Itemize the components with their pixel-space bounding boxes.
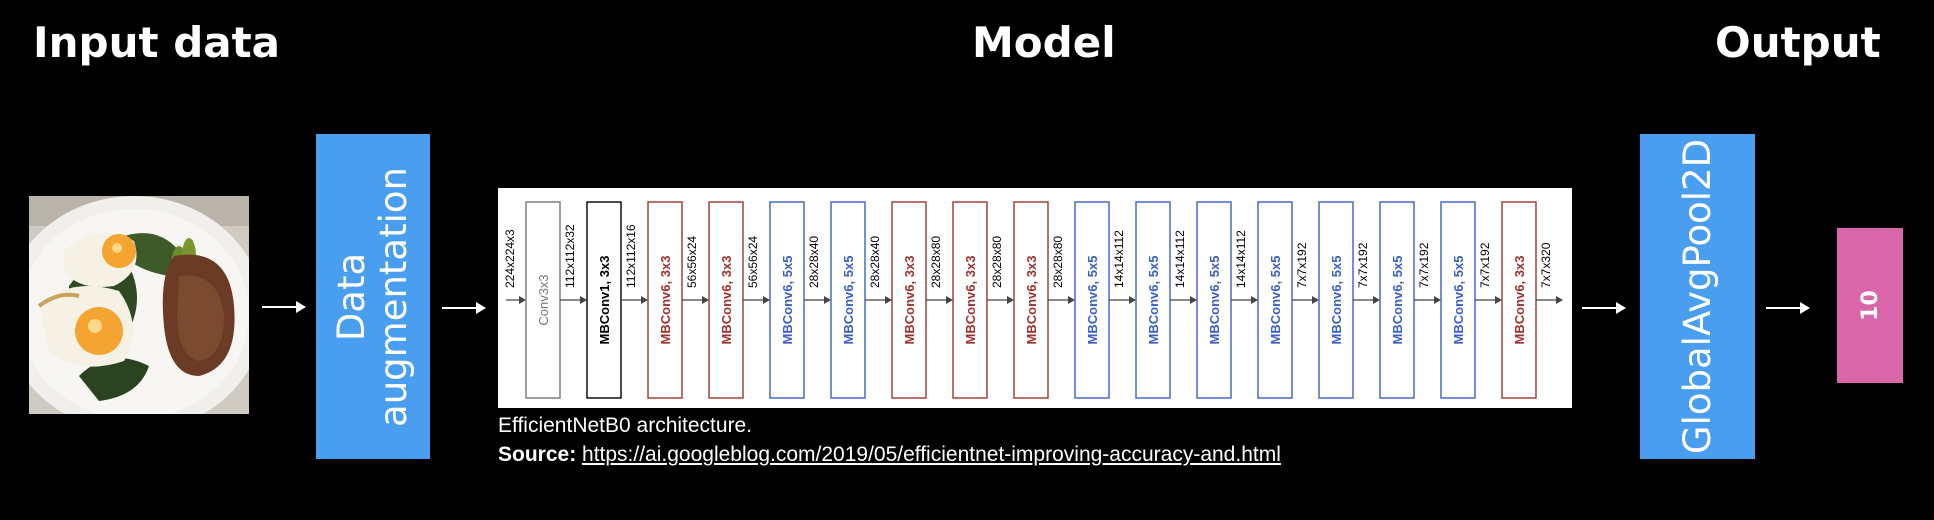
source-link[interactable]: https://ai.googleblog.com/2019/05/effici… — [582, 443, 1281, 466]
arch-dim-label-3: 56x56x24 — [685, 236, 699, 288]
arrow-augmentation-to-model — [442, 302, 486, 314]
arch-dim-label-16: 7x7x192 — [1478, 242, 1492, 288]
arch-block-10 — [1074, 201, 1110, 399]
arch-block-6 — [830, 201, 866, 399]
output-block: 10 — [1837, 228, 1903, 383]
arch-block-15 — [1379, 201, 1415, 399]
arch-block-label-4: MBConv6, 3x3 — [719, 256, 734, 345]
arch-arrow-4-head — [763, 296, 770, 304]
input-dim-label: 224x224x3 — [503, 229, 517, 288]
arch-arrow-14-head — [1373, 296, 1380, 304]
arch-block-5 — [769, 201, 805, 399]
arch-block-label-15: MBConv6, 5x5 — [1390, 256, 1405, 345]
arrow-pooling-to-output — [1766, 302, 1810, 314]
output-heading: Output — [1715, 18, 1881, 67]
arch-block-label-1: Conv3x3 — [536, 274, 551, 325]
model-heading: Model — [972, 18, 1116, 67]
arch-arrow-15-head — [1434, 296, 1441, 304]
arch-block-3 — [647, 201, 683, 399]
arrow-model-to-pooling — [1582, 302, 1626, 314]
global-avg-pool-label: GlobalAvgPool2D — [1676, 138, 1720, 455]
global-avg-pool-block: GlobalAvgPool2D — [1640, 134, 1755, 459]
arch-dim-label-11: 14x14x112 — [1173, 230, 1187, 288]
arch-dim-label-9: 28x28x80 — [1051, 236, 1065, 288]
arch-dim-label-13: 7x7x192 — [1295, 242, 1309, 288]
arch-arrow-12-head — [1251, 296, 1258, 304]
arrow-input-to-augmentation — [262, 301, 306, 313]
arch-arrow-9-head — [1068, 296, 1075, 304]
arch-block-14 — [1318, 201, 1354, 399]
arch-dim-label-4: 56x56x24 — [746, 236, 760, 288]
arch-arrow-10-head — [1129, 296, 1136, 304]
input-data-heading: Input data — [33, 18, 281, 67]
arch-block-label-9: MBConv6, 3x3 — [1024, 256, 1039, 345]
arch-arrow-11-head — [1190, 296, 1197, 304]
arch-block-8 — [952, 201, 988, 399]
arch-block-label-14: MBConv6, 5x5 — [1329, 256, 1344, 345]
arch-arrow-5-head — [824, 296, 831, 304]
arch-arrow-1-head — [580, 296, 587, 304]
arch-block-17 — [1501, 201, 1537, 399]
arch-block-label-7: MBConv6, 3x3 — [902, 256, 917, 345]
arch-block-label-17: MBConv6, 3x3 — [1512, 256, 1527, 345]
arch-dim-label-6: 28x28x40 — [868, 236, 882, 288]
arch-arrow-7-head — [946, 296, 953, 304]
arch-block-label-13: MBConv6, 5x5 — [1268, 256, 1283, 345]
arch-arrow-8-head — [1007, 296, 1014, 304]
arch-dim-label-14: 7x7x192 — [1356, 242, 1370, 288]
input-food-image — [29, 196, 249, 414]
arch-block-label-16: MBConv6, 5x5 — [1451, 256, 1466, 345]
source-label: Source: — [498, 443, 577, 466]
arch-dim-label-17: 7x7x320 — [1539, 242, 1553, 288]
architecture-caption: EfficientNetB0 architecture. — [498, 414, 753, 437]
augmentation-label-line2: augmentation — [372, 166, 416, 427]
input-arrow-head — [519, 296, 526, 304]
arch-dim-label-2: 112x112x16 — [624, 224, 638, 288]
arch-dim-label-1: 112x112x32 — [563, 224, 577, 288]
arch-block-label-8: MBConv6, 3x3 — [963, 256, 978, 345]
arch-block-7 — [891, 201, 927, 399]
output-label: 10 — [1857, 290, 1883, 321]
data-augmentation-block: Data augmentation — [316, 134, 430, 459]
arch-arrow-6-head — [885, 296, 892, 304]
arch-block-11 — [1135, 201, 1171, 399]
arch-block-label-3: MBConv6, 3x3 — [658, 256, 673, 345]
arch-arrow-3-head — [702, 296, 709, 304]
arch-dim-label-5: 28x28x40 — [807, 236, 821, 288]
arch-arrow-2-head — [641, 296, 648, 304]
arch-dim-label-12: 14x14x112 — [1234, 230, 1248, 288]
arch-block-label-2: MBConv1, 3x3 — [597, 256, 612, 345]
arch-arrow-17-head — [1556, 296, 1563, 304]
arch-block-1 — [525, 201, 561, 399]
arch-block-label-12: MBConv6, 5x5 — [1207, 256, 1222, 345]
arch-block-2 — [586, 201, 622, 399]
arch-arrow-16-head — [1495, 296, 1502, 304]
arch-block-label-5: MBConv6, 5x5 — [780, 256, 795, 345]
source-line: Source: https://ai.googleblog.com/2019/0… — [498, 443, 1281, 467]
arch-arrow-13-head — [1312, 296, 1319, 304]
augmentation-label-line1: Data — [330, 252, 374, 341]
arch-block-label-11: MBConv6, 5x5 — [1146, 256, 1161, 345]
arch-dim-label-10: 14x14x112 — [1112, 230, 1126, 288]
arch-block-13 — [1257, 201, 1293, 399]
arch-block-label-10: MBConv6, 5x5 — [1085, 256, 1100, 345]
arch-dim-label-8: 28x28x80 — [990, 236, 1004, 288]
arch-block-label-6: MBConv6, 5x5 — [841, 256, 856, 345]
arch-dim-label-7: 28x28x80 — [929, 236, 943, 288]
arch-dim-label-15: 7x7x192 — [1417, 242, 1431, 288]
